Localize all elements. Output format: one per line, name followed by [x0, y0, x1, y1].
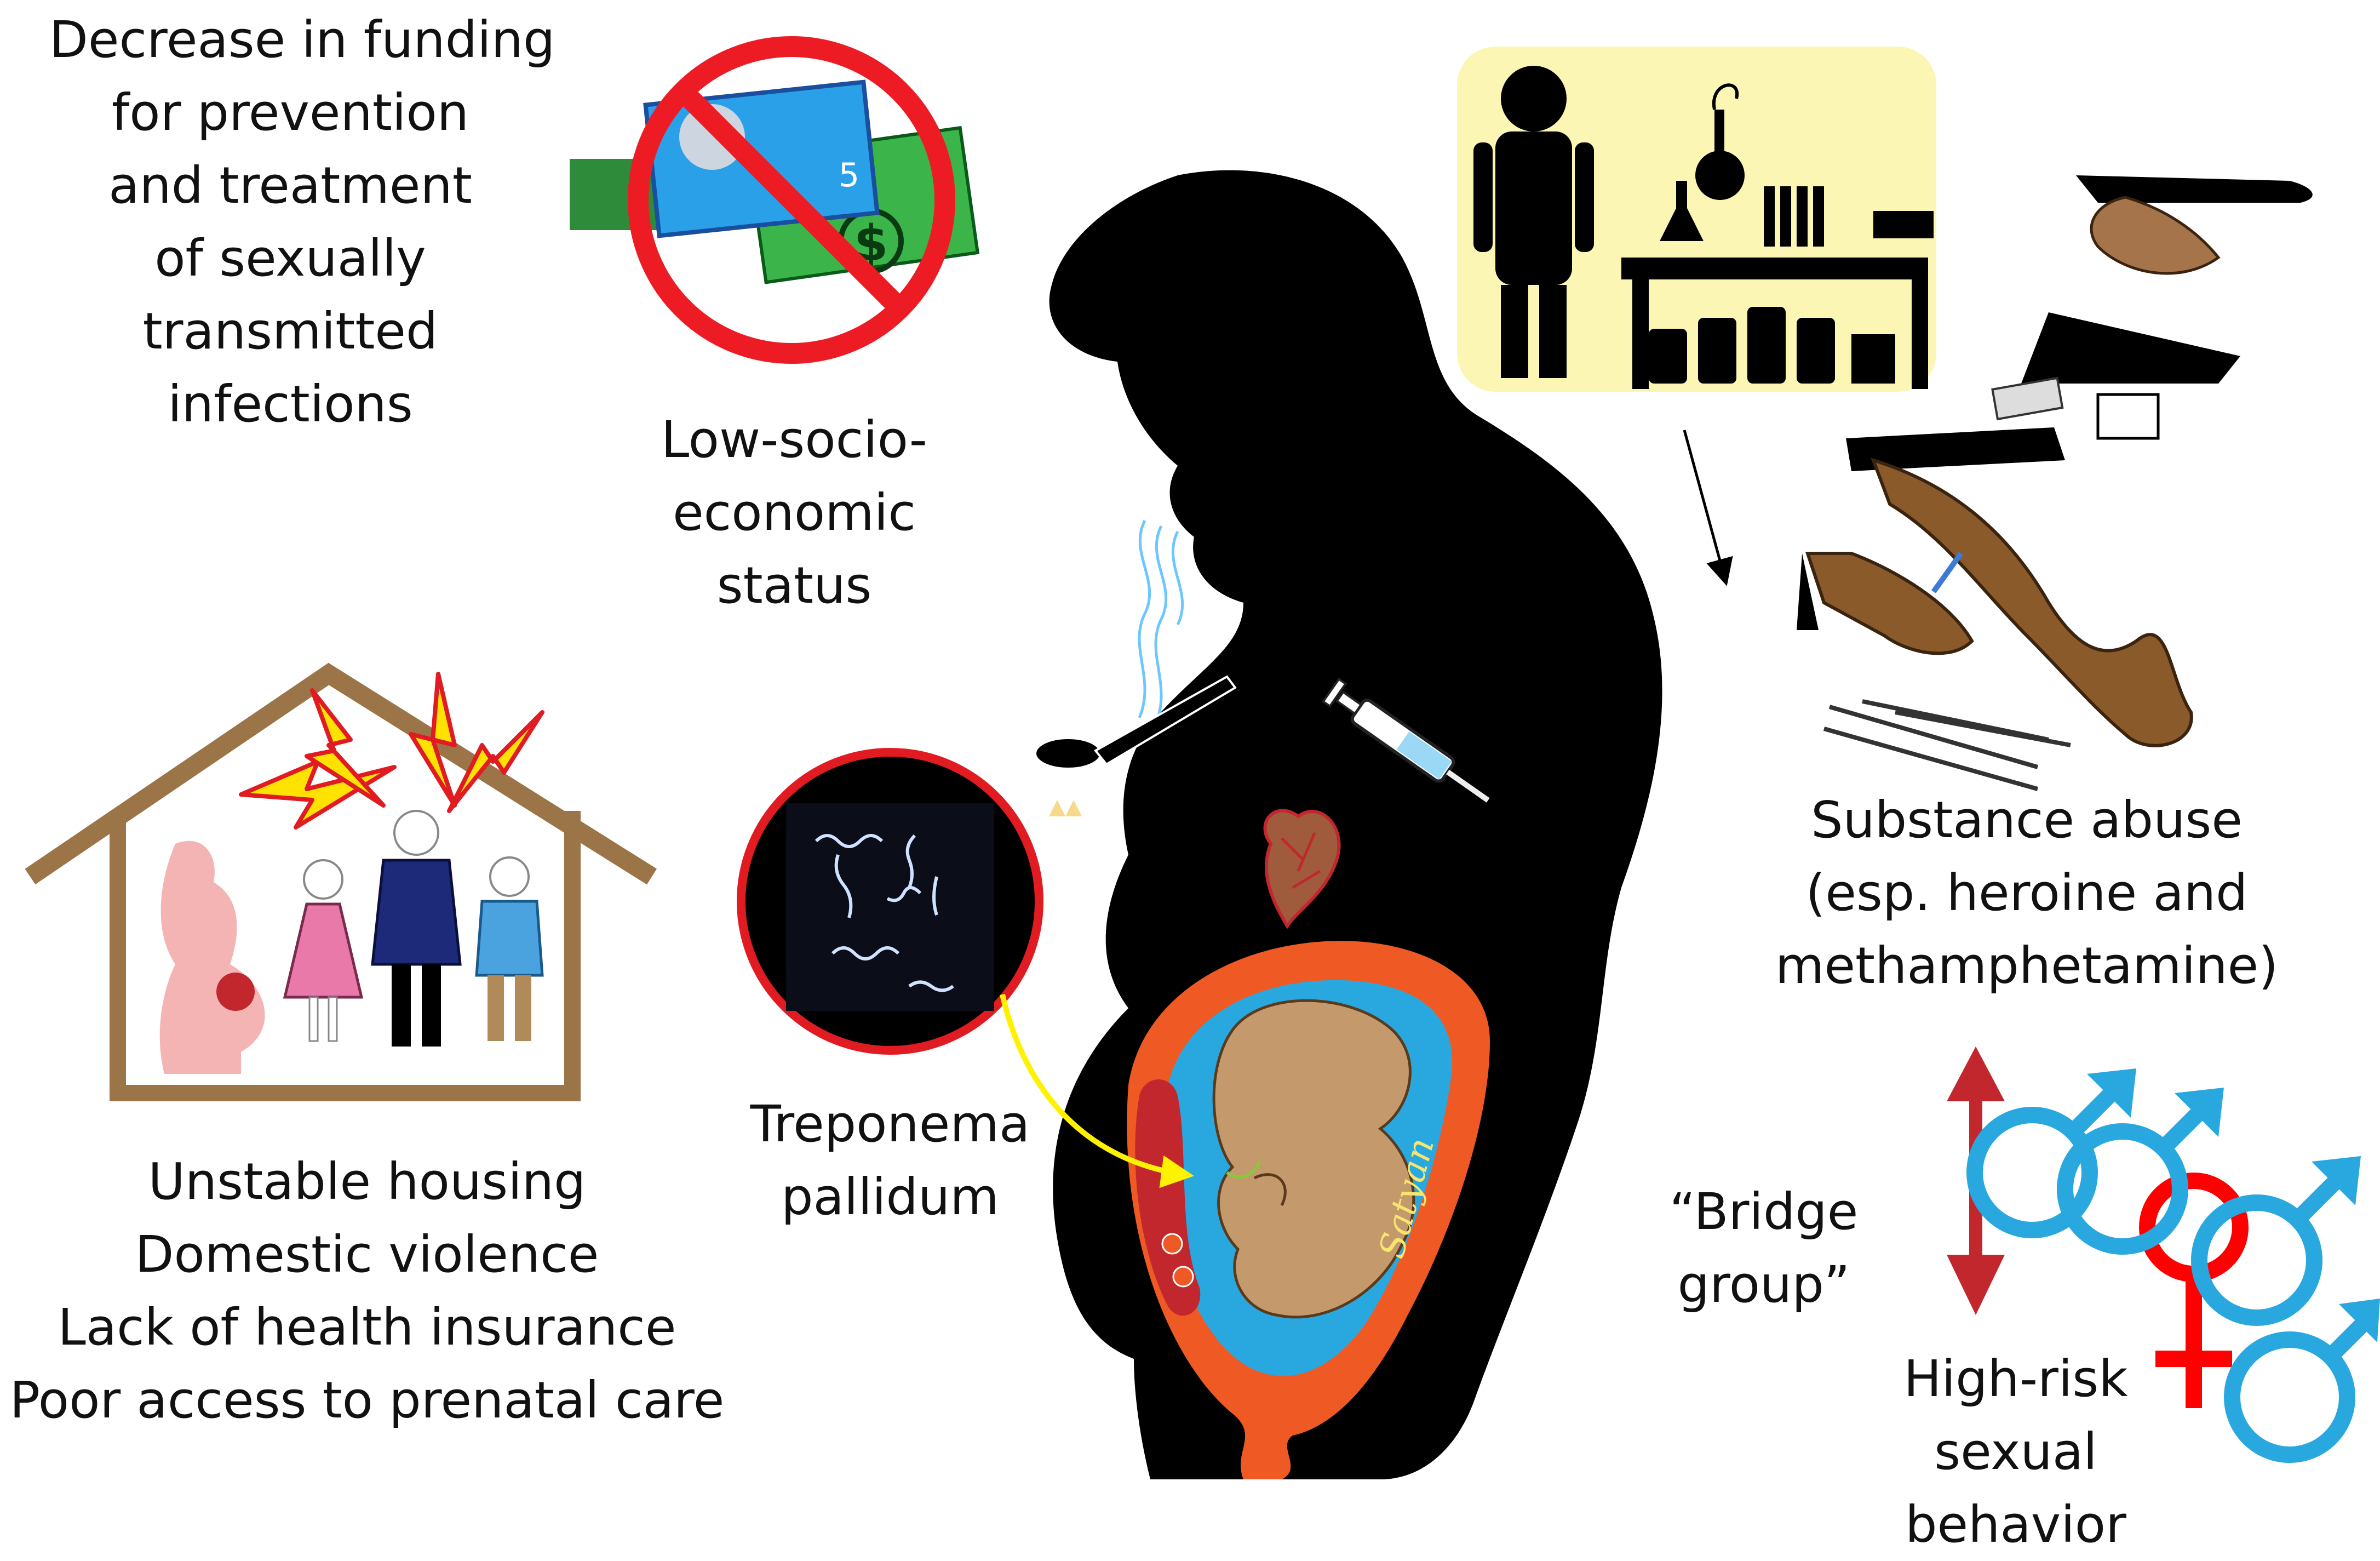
funding-line: for prevention — [111, 83, 469, 142]
treponema-label: Treponema pallidum — [729, 1088, 1052, 1233]
funding-line: infections — [168, 375, 413, 433]
spoon-icon — [1034, 675, 1237, 816]
lightning-bolts-icon — [239, 672, 544, 830]
bridge-line: “Bridge — [1669, 1182, 1859, 1241]
prohibition-sign-icon — [628, 36, 955, 364]
socioeconomic-line: Low-socio- — [661, 410, 927, 469]
housing-line: Lack of health insurance — [58, 1298, 676, 1357]
housing-line: Domestic violence — [135, 1225, 599, 1284]
substance-line: Substance abuse — [1811, 791, 2243, 849]
family-icon — [159, 810, 544, 1074]
funding-label: Decrease in funding for prevention and t… — [49, 3, 555, 441]
socioeconomic-label: Low-socio- economic status — [646, 403, 942, 622]
housing-label: Unstable housing Domestic violence Lack … — [5, 1145, 729, 1437]
lab-flask-icon — [1621, 110, 1934, 389]
highrisk-line: behavior — [1905, 1495, 2126, 1554]
funding-line: Decrease in funding — [49, 10, 555, 69]
highrisk-line: High-risk — [1903, 1350, 2128, 1408]
substance-abuse-label: Substance abuse (esp. heroine and metham… — [1753, 784, 2301, 1002]
boy-figure — [475, 856, 544, 1041]
bridge-line: group” — [1677, 1255, 1850, 1314]
treponema-arrow — [1000, 993, 1194, 1188]
funding-line: and treatment — [108, 156, 472, 215]
vapor-icon — [1138, 519, 1184, 724]
injecting-hands-icon — [1797, 427, 2193, 791]
socioeconomic-line: economic — [673, 483, 916, 542]
snorting-hands-icon — [1991, 175, 2313, 440]
placenta — [1135, 1079, 1201, 1316]
uterus-with-fetus — [1127, 941, 1490, 1479]
gender-symbols-icon — [1966, 1068, 2380, 1463]
house-icon — [25, 662, 657, 1101]
girl-figure — [283, 859, 364, 1042]
funding-line: transmitted — [142, 302, 438, 361]
housing-line: Poor access to prenatal care — [9, 1371, 725, 1430]
treponema-line: Treponema — [750, 1095, 1030, 1153]
funding-line: of sexually — [154, 229, 426, 288]
housing-line: Unstable housing — [148, 1152, 586, 1211]
bridge-group-label: “Bridge group” — [1643, 1175, 1884, 1321]
male-symbols — [1966, 1084, 2372, 1463]
drug-lab-panel — [1457, 47, 1936, 392]
heart-icon — [1263, 809, 1341, 929]
father-figure — [371, 810, 462, 1047]
lab-to-substance-arrow — [1683, 430, 1733, 586]
treponema-micrograph — [737, 748, 1043, 1055]
substance-line: methamphetamine) — [1775, 936, 2279, 995]
fetus — [1212, 999, 1415, 1319]
treponema-line: pallidum — [781, 1168, 999, 1226]
substance-line: (esp. heroine and — [1805, 864, 2248, 922]
svg-text:5: 5 — [839, 156, 859, 195]
syringe-icon — [1321, 677, 1490, 803]
pregnant-woman-figure — [159, 840, 265, 1074]
highrisk-line: sexual — [1934, 1422, 2097, 1481]
hazmat-worker-icon — [1473, 66, 1594, 378]
socioeconomic-line: status — [716, 556, 872, 615]
high-risk-label: High-risk sexual behavior — [1884, 1342, 2147, 1561]
